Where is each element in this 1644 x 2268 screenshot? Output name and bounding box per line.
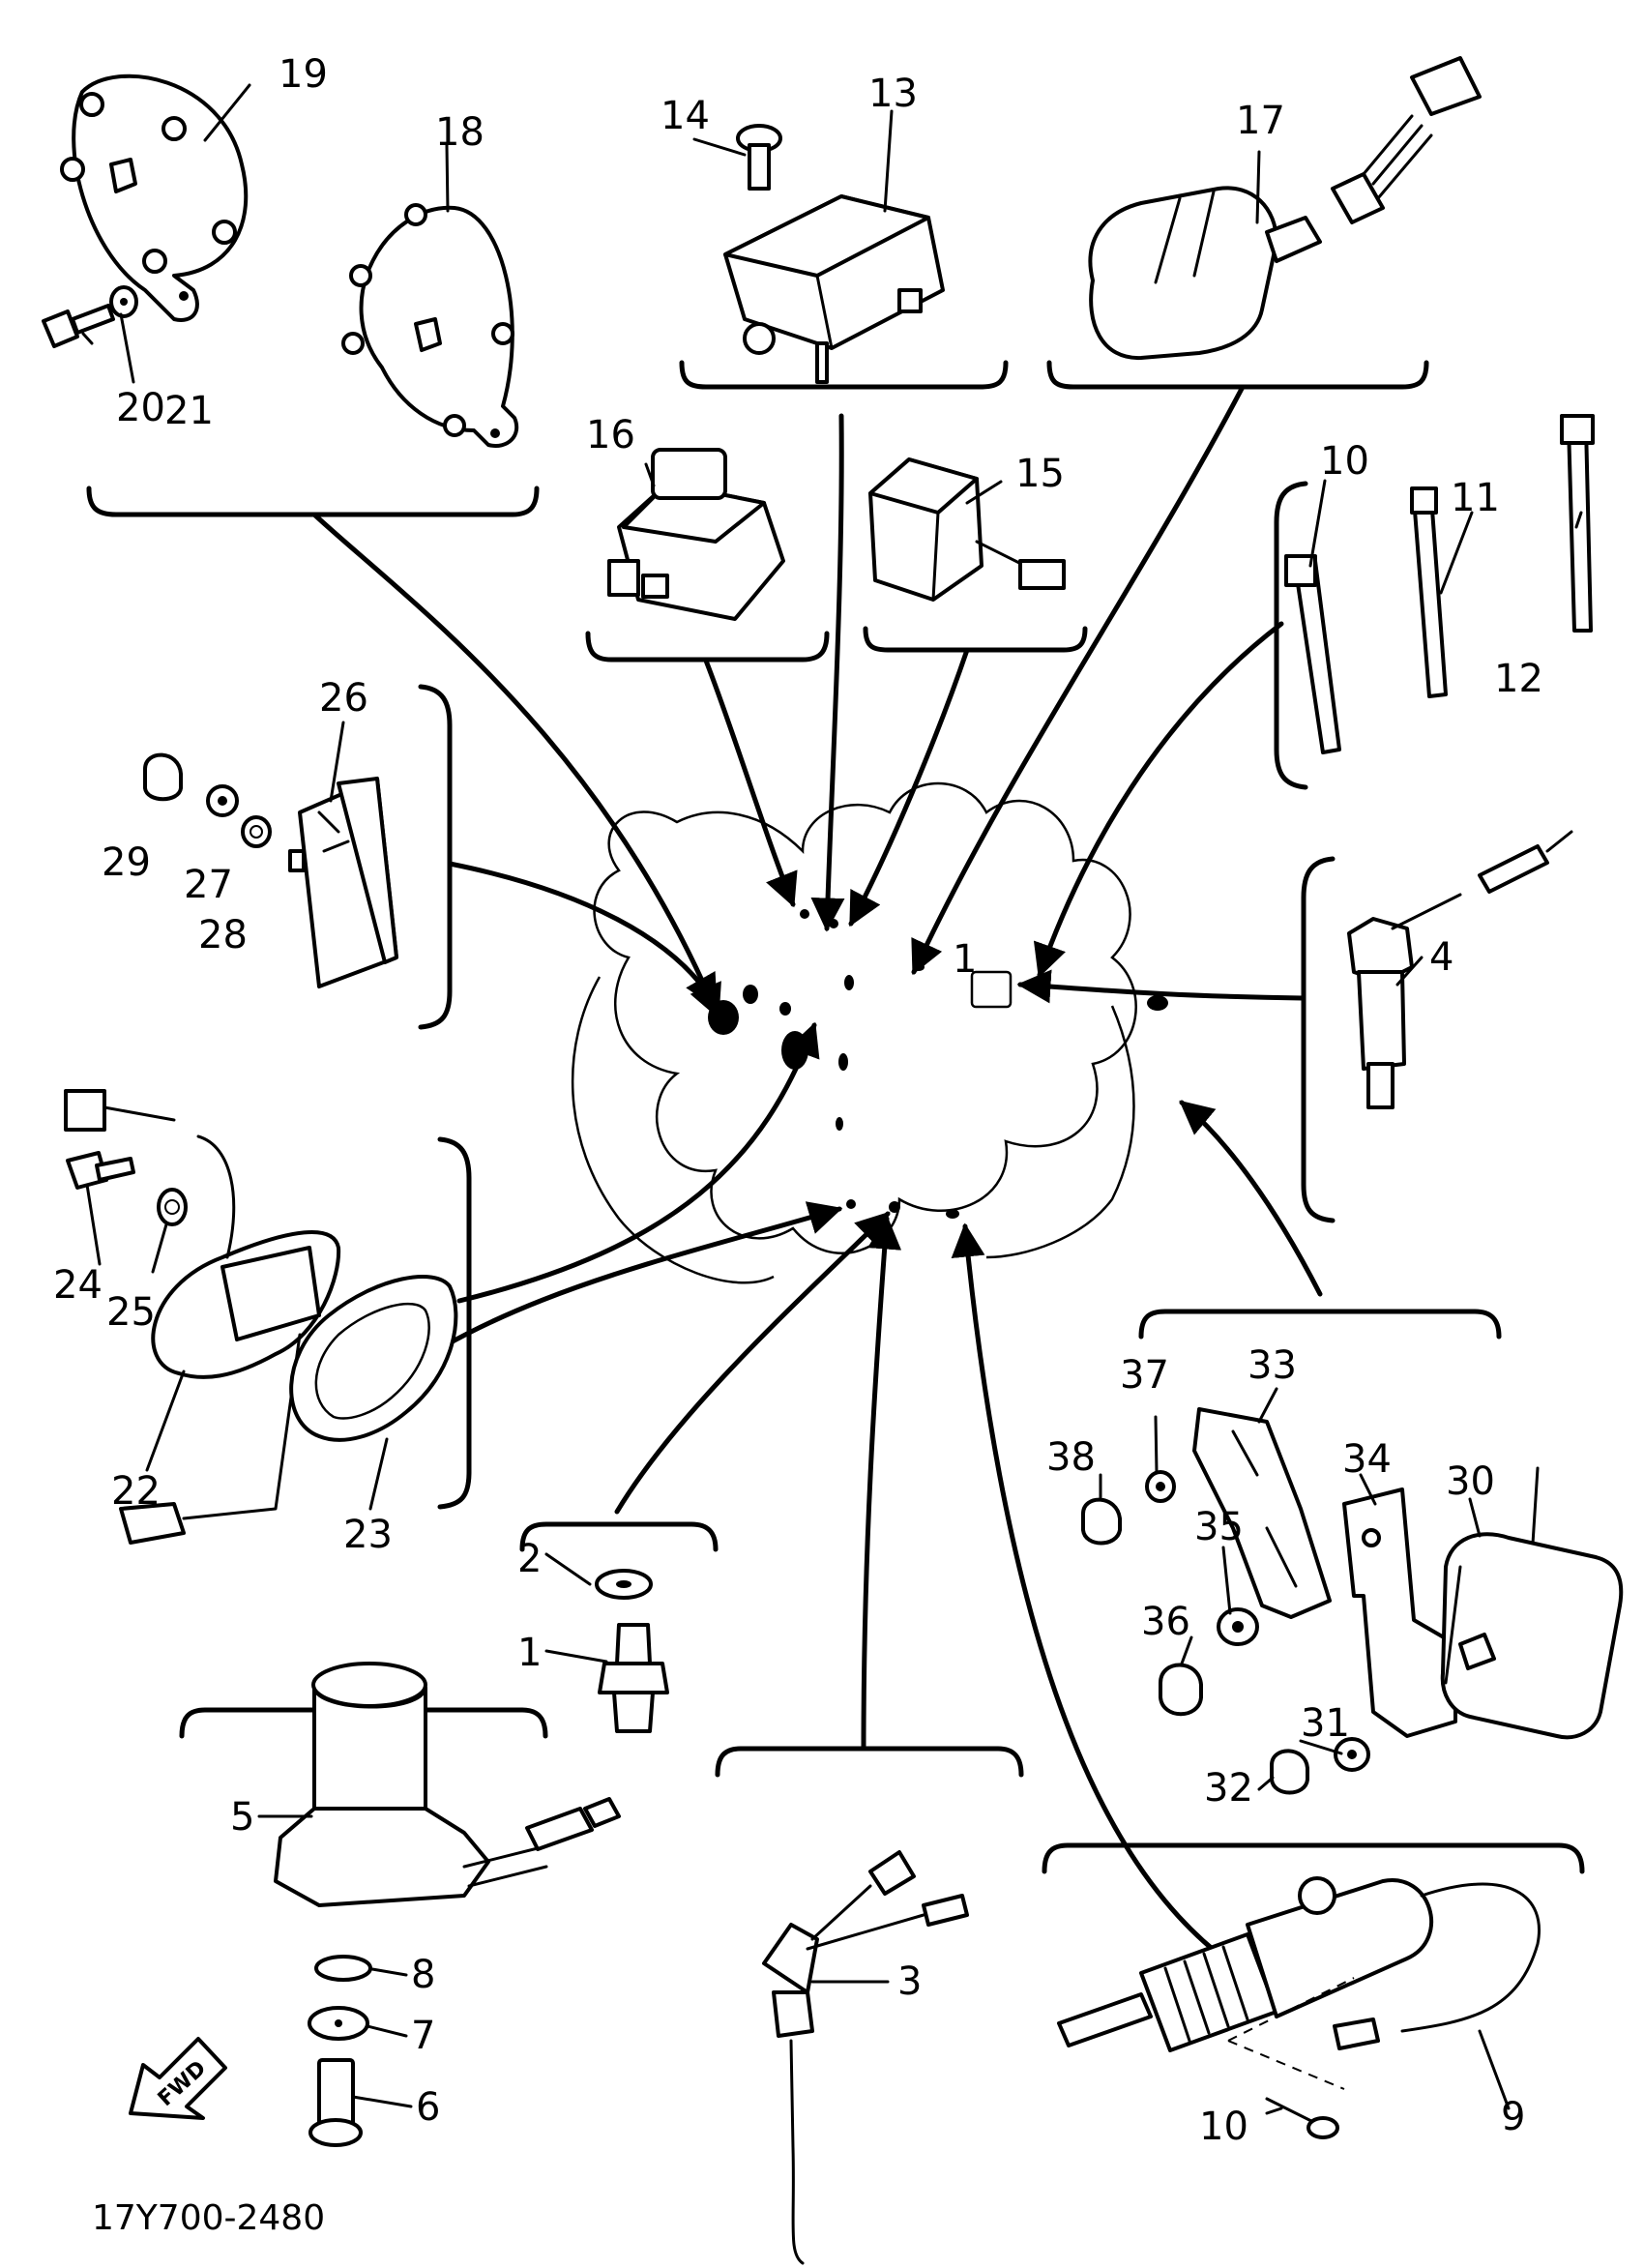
callout-38: 37 [1120, 1353, 1169, 1398]
connector-fuel [64, 1089, 176, 1132]
mount-points [708, 909, 1168, 1219]
callout-9: 9 [1501, 2095, 1525, 2139]
washer-8 [314, 1955, 372, 1982]
callout-12: 11 [1451, 476, 1500, 520]
bolt-10 [1265, 2097, 1339, 2139]
switch-3 [762, 1850, 969, 2265]
callout-3: 3 [897, 1959, 922, 2004]
callout-33: 32 [1204, 1766, 1253, 1811]
washer-38 [1145, 1470, 1176, 1503]
washer-2 [595, 1569, 653, 1600]
callout-35: 34 [1342, 1437, 1392, 1482]
nut-39 [1081, 1497, 1122, 1546]
callout-6: 6 [416, 2085, 440, 2130]
fuel-sender-23 [119, 1134, 341, 1545]
washer-22 [109, 285, 138, 318]
horn-19 [341, 203, 518, 448]
callout-22: 21 [164, 389, 214, 433]
callout-20: 19 [279, 52, 328, 97]
washer-32 [1334, 1737, 1370, 1772]
cable-tie-12 [1410, 486, 1448, 698]
nut-33 [1270, 1749, 1309, 1795]
group-brackets [86, 360, 1585, 1874]
horn-20 [60, 74, 249, 322]
callout-30: 29 [102, 840, 151, 885]
callout-18: 17 [1236, 99, 1285, 143]
callout-28: 27 [184, 863, 233, 907]
callout-5: 5 [230, 1795, 254, 1840]
solenoid-9 [1057, 1876, 1541, 2090]
bolt-6 [308, 2058, 363, 2147]
callout-23: 22 [111, 1469, 161, 1514]
callout-17: 16 [586, 413, 635, 457]
sensor-4 [1347, 830, 1573, 1109]
callout-19: 18 [435, 110, 484, 155]
washer-7 [308, 2006, 369, 2041]
unit-27 [288, 777, 398, 988]
callout-24: 23 [343, 1513, 393, 1557]
callout-26: 25 [106, 1290, 156, 1335]
regulator-14 [723, 194, 945, 384]
callout-labels: 19 18 20 21 14 13 17 16 15 10 11 12 26 2… [53, 52, 1543, 2139]
callout-31: 30 [1446, 1459, 1495, 1504]
washer-26 [157, 1188, 188, 1226]
washer-28 [206, 784, 239, 817]
frame-outline [571, 781, 1137, 1284]
gasket-24 [289, 1275, 458, 1442]
callout-27: 26 [319, 676, 368, 721]
leader-lines [311, 384, 1323, 1995]
nut-37 [1159, 1663, 1203, 1717]
bolt-25 [66, 1151, 135, 1190]
relay-16 [868, 457, 1066, 602]
callout-21: 20 [116, 386, 165, 430]
callout-8: 8 [411, 1953, 435, 1997]
cable-tie-11 [1284, 554, 1341, 754]
callout-16: 15 [1015, 452, 1065, 496]
callout-25: 24 [53, 1263, 103, 1308]
cable-tie-13 [1560, 414, 1595, 633]
cdi-unit-31 [1440, 1532, 1624, 1740]
callout-1-center: 1 [953, 937, 977, 982]
callout-1: 1 [517, 1631, 542, 1675]
callout-13: 12 [1494, 657, 1543, 701]
callout-2: 2 [517, 1537, 542, 1581]
bracket-34 [1192, 1407, 1332, 1619]
callout-14: 13 [868, 72, 918, 116]
screw-15 [736, 124, 782, 191]
callout-10-text: 10 [1199, 2105, 1248, 2149]
callout-32: 31 [1301, 1701, 1350, 1746]
callout-36: 35 [1194, 1505, 1244, 1549]
nut-36 [1217, 1607, 1259, 1646]
callout-4: 4 [1429, 935, 1453, 980]
relay-17 [607, 448, 785, 621]
bolt-21 [42, 304, 115, 348]
drawing-code: 17Y700-2480 [92, 2198, 325, 2238]
nipple-1 [598, 1623, 669, 1733]
fwd-arrow: FWD [129, 2037, 227, 2120]
callout-15: 14 [661, 94, 710, 138]
callout-37: 36 [1141, 1600, 1190, 1644]
callout-7: 7 [411, 2014, 435, 2058]
nut-30 [143, 752, 183, 802]
callout-leaders [81, 83, 1583, 2115]
callout-29: 28 [198, 913, 248, 957]
washer-29 [241, 815, 272, 848]
callout-34: 33 [1248, 1343, 1297, 1388]
callout-11: 10 [1320, 439, 1369, 484]
callout-39: 38 [1046, 1435, 1096, 1480]
switch-18 [1088, 56, 1482, 361]
fuel-pump-5 [274, 1662, 621, 1907]
plate-35 [1342, 1487, 1457, 1738]
